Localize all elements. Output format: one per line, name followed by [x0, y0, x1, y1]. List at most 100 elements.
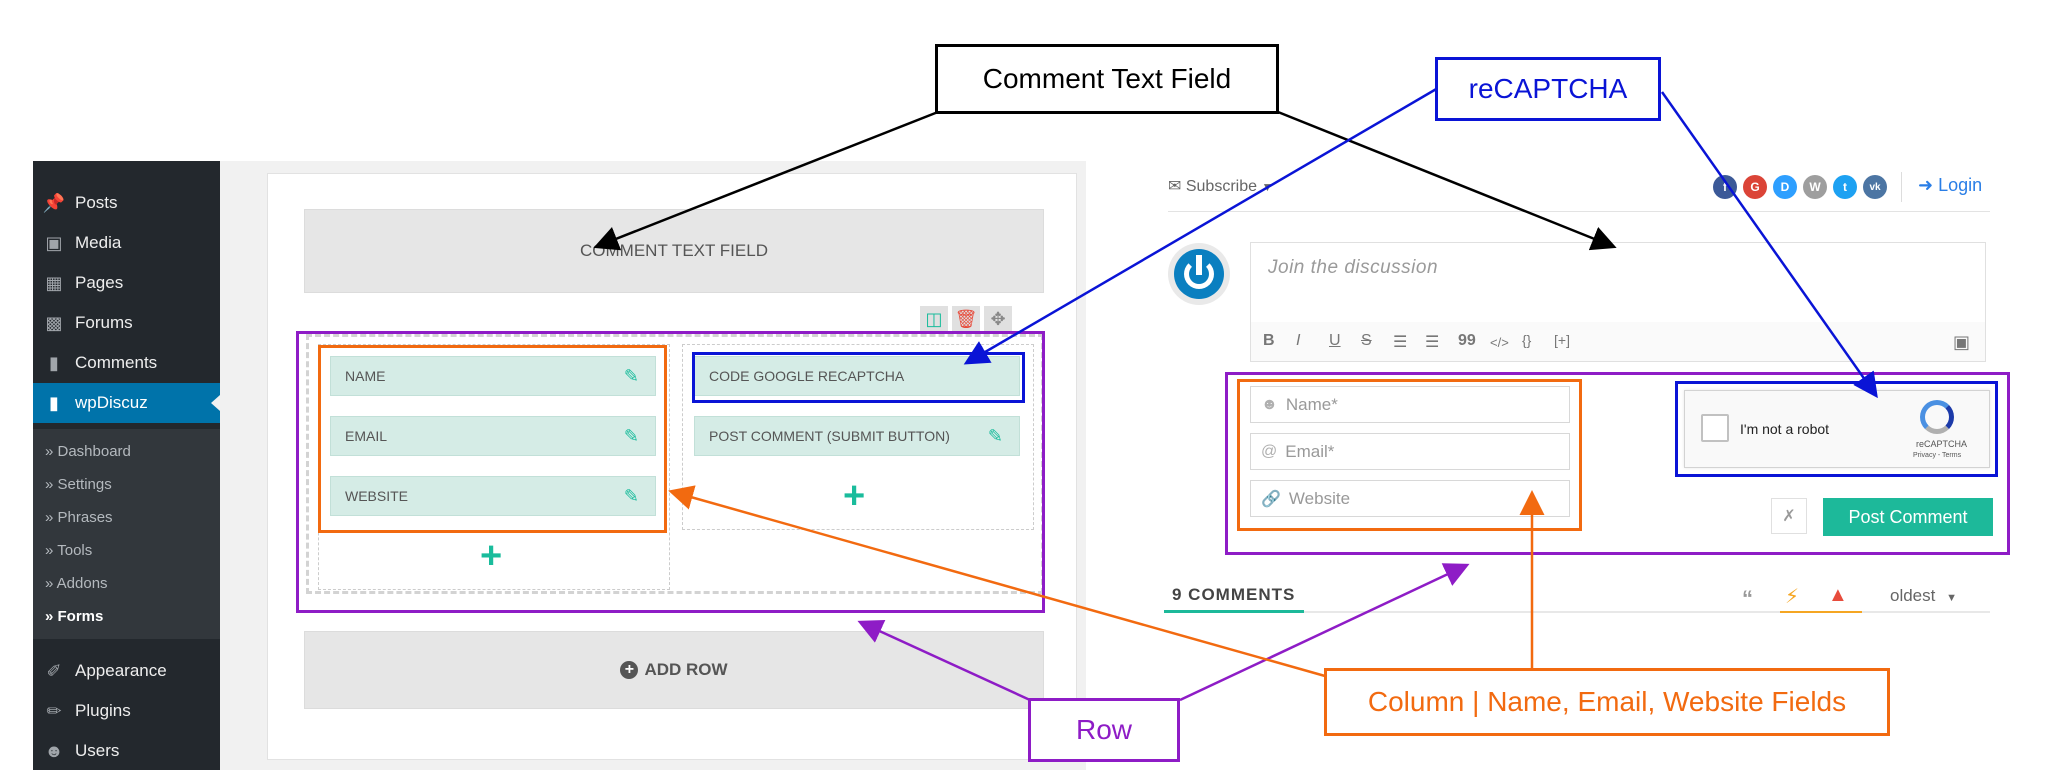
callout-label: Row — [1075, 714, 1132, 745]
recaptcha-brand: reCAPTCHA — [1916, 439, 1968, 449]
subscribe-label: Subscribe — [1185, 178, 1258, 195]
sidebar-item-label: Forums — [75, 313, 133, 332]
email-field-block[interactable]: EMAIL ✎ — [330, 416, 656, 456]
facebook-icon[interactable]: f — [1713, 175, 1737, 199]
disqus-icon[interactable]: D — [1773, 175, 1797, 199]
sidebar-item-posts[interactable]: 📌 Posts — [33, 183, 220, 223]
media-icon: ▣ — [45, 232, 63, 253]
callout-label: Column | Name, Email, Website Fields — [1367, 686, 1847, 717]
pin-icon: 📌 — [42, 192, 66, 213]
pencil-icon[interactable]: ✎ — [987, 426, 1003, 446]
name-placeholder: Name* — [1285, 394, 1338, 414]
vk-icon[interactable]: vk — [1863, 175, 1887, 199]
at-icon: @ — [1261, 442, 1278, 460]
comment-text-field-block[interactable]: COMMENT TEXT FIELD — [304, 209, 1044, 293]
format-toolbar — [1251, 322, 1985, 361]
field-label: NAME — [345, 368, 386, 384]
login-link[interactable]: ➜ Login — [1918, 175, 1982, 196]
name-input[interactable]: ☻ Name* — [1250, 386, 1570, 423]
field-label: POST COMMENT (SUBMIT BUTTON) — [709, 428, 950, 444]
submenu-forms[interactable]: » Forms — [45, 608, 104, 625]
image-icon[interactable]: ▣ — [1953, 332, 1971, 352]
ordered-list-icon[interactable]: ☰ — [1393, 334, 1408, 351]
comments-count: 9 COMMENTS — [1172, 585, 1296, 604]
sidebar-item-pages[interactable]: ▦ Pages — [33, 263, 220, 303]
move-icon[interactable]: ✥ — [984, 306, 1012, 332]
pencil-icon[interactable]: ✎ — [623, 486, 639, 506]
sidebar-item-plugins[interactable]: ✏ Plugins — [33, 691, 220, 731]
sidebar-item-label: Posts — [75, 193, 118, 212]
user-icon: ☻ — [1261, 395, 1278, 413]
comment-text-arrows — [593, 110, 1617, 251]
recaptcha-checkbox[interactable] — [1701, 414, 1729, 442]
add-circle-icon: + — [620, 661, 639, 679]
columns-icon[interactable]: ◫ — [920, 306, 948, 332]
name-field-block[interactable]: NAME ✎ — [330, 356, 656, 396]
submit-button-field-block[interactable]: POST COMMENT (SUBMIT BUTTON) ✎ — [694, 416, 1020, 456]
sidebar-item-label: Comments — [75, 353, 158, 372]
quote-button[interactable]: 99 — [1458, 332, 1476, 349]
sort-underline-bolt — [1780, 611, 1862, 613]
submenu-dashboard[interactable]: » Dashboard — [45, 443, 131, 460]
code-button[interactable]: </> — [1490, 335, 1509, 350]
submenu-settings[interactable]: » Settings — [45, 476, 112, 493]
email-input[interactable]: @ Email* — [1250, 433, 1570, 470]
spoiler-button[interactable]: [+] — [1554, 332, 1570, 348]
callout-recaptcha: reCAPTCHA — [1435, 57, 1661, 121]
pencil-icon[interactable]: ✎ — [623, 426, 639, 446]
comments-underline — [1164, 610, 1304, 613]
column-arrows — [668, 485, 1545, 678]
post-comment-label: Post Comment — [1848, 506, 1968, 527]
underline-button[interactable]: U — [1329, 332, 1341, 349]
recaptcha-links[interactable]: Privacy - Terms — [1913, 452, 1962, 459]
pages-icon: ▦ — [45, 272, 63, 293]
trash-icon[interactable]: 🗑 — [952, 306, 980, 332]
source-code-button[interactable]: {} — [1522, 332, 1532, 348]
sidebar-item-label: Media — [75, 233, 122, 252]
fire-sort-icon[interactable]: ▲ — [1828, 584, 1848, 606]
sort-dropdown[interactable]: oldest ▼ — [1890, 586, 1957, 606]
recaptcha-arrows — [963, 86, 1878, 399]
wordpress-icon[interactable]: W — [1803, 175, 1827, 199]
twitter-icon[interactable]: t — [1833, 175, 1857, 199]
unordered-list-icon[interactable]: ☰ — [1425, 334, 1440, 351]
admin-sidebar: 📌 Posts ▣ Media ▦ Pages ▩ Forums ▮ Comme… — [33, 161, 220, 770]
plugin-icon: ✏ — [46, 700, 62, 721]
strike-button[interactable]: S — [1361, 332, 1372, 349]
sidebar-item-label: Pages — [75, 273, 124, 292]
recaptcha-logo-icon — [1920, 400, 1954, 434]
sidebar-item-label: Users — [75, 741, 120, 760]
add-field-plus-icon[interactable]: + — [843, 475, 866, 517]
bell-slash-icon: ✗ — [1782, 508, 1796, 525]
column-1: NAME ✎ EMAIL ✎ WEBSITE ✎ + — [318, 344, 670, 590]
pencil-icon[interactable]: ✎ — [623, 366, 639, 386]
website-input[interactable]: 🔗 Website — [1250, 480, 1570, 517]
website-field-block[interactable]: WEBSITE ✎ — [330, 476, 656, 516]
sidebar-item-users[interactable]: ☻ Users — [33, 731, 220, 771]
mute-bell-button[interactable]: ✗ — [1771, 498, 1807, 534]
post-comment-button[interactable]: Post Comment — [1823, 498, 1993, 536]
add-field-plus-icon[interactable]: + — [480, 535, 503, 577]
recaptcha-label: I'm not a robot — [1740, 421, 1830, 437]
sidebar-item-wpdiscuz[interactable]: ▮ wpDiscuz — [33, 383, 220, 423]
submenu-phrases[interactable]: » Phrases — [45, 509, 113, 526]
sidebar-item-label: wpDiscuz — [75, 393, 148, 412]
sidebar-item-comments[interactable]: ▮ Comments — [33, 343, 220, 383]
callout-row: Row — [1028, 698, 1180, 762]
sidebar-item-appearance[interactable]: ✐ Appearance — [33, 651, 220, 691]
callout-label: reCAPTCHA — [1468, 73, 1628, 104]
comments-icon: ▮ — [49, 352, 59, 373]
bold-button[interactable]: B — [1263, 332, 1275, 349]
quote-sort-icon[interactable]: “ — [1742, 586, 1753, 611]
bolt-sort-icon[interactable]: ⚡ — [1785, 586, 1800, 608]
add-row-label: ADD ROW — [644, 660, 728, 679]
submenu-addons[interactable]: » Addons — [45, 575, 108, 592]
sidebar-item-media[interactable]: ▣ Media — [33, 223, 220, 263]
add-row-button[interactable]: + ADD ROW — [304, 631, 1044, 709]
sidebar-item-forums[interactable]: ▩ Forums — [33, 303, 220, 343]
italic-button[interactable]: I — [1296, 332, 1301, 349]
google-icon[interactable]: G — [1743, 175, 1767, 199]
submenu-tools[interactable]: » Tools — [45, 542, 93, 559]
callout-label: Comment Text Field — [982, 63, 1232, 94]
